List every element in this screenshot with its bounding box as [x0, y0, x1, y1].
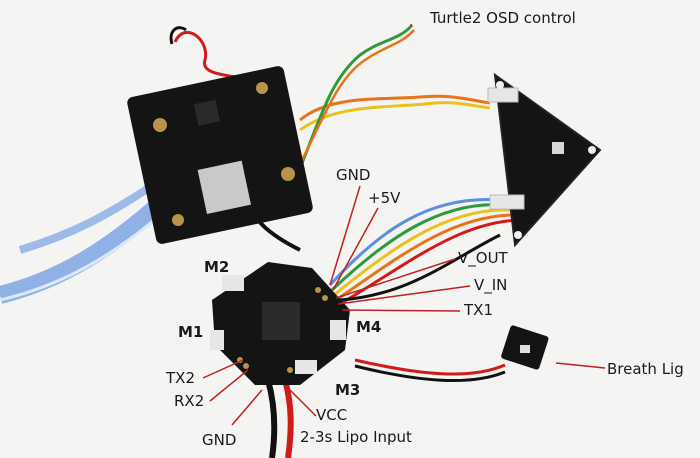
- label-v-out: V_OUT: [458, 249, 509, 268]
- label-plus5v: +5V: [368, 189, 401, 207]
- receiver-board: [487, 72, 602, 248]
- label-rx2: RX2: [174, 392, 204, 410]
- label-tx2: TX2: [165, 369, 195, 387]
- vtx-board: [127, 66, 313, 244]
- label-lipo-input: 2-3s Lipo Input: [300, 428, 412, 446]
- label-m3: M3: [335, 381, 360, 399]
- label-vcc: VCC: [316, 406, 347, 424]
- camera-ribbon-cable: [0, 176, 177, 304]
- breath-light-wire-black: [354, 364, 506, 383]
- power-lead: [265, 379, 294, 458]
- label-m4: M4: [356, 318, 381, 336]
- label-gnd-bottom: GND: [202, 431, 236, 449]
- leader-lines: [202, 24, 606, 426]
- label-m2: M2: [204, 258, 229, 276]
- breath-light-module: [501, 325, 549, 370]
- label-breath-light: Breath Lig: [607, 360, 684, 378]
- flight-controller-board: [210, 262, 350, 385]
- breath-light-wire: [354, 358, 506, 376]
- label-gnd-top: GND: [336, 166, 370, 184]
- label-m1: M1: [178, 323, 203, 341]
- label-v-in: V_IN: [474, 276, 507, 295]
- label-osd-control: Turtle2 OSD control: [429, 9, 576, 27]
- receiver-wires: [328, 198, 521, 307]
- label-tx1: TX1: [463, 301, 493, 319]
